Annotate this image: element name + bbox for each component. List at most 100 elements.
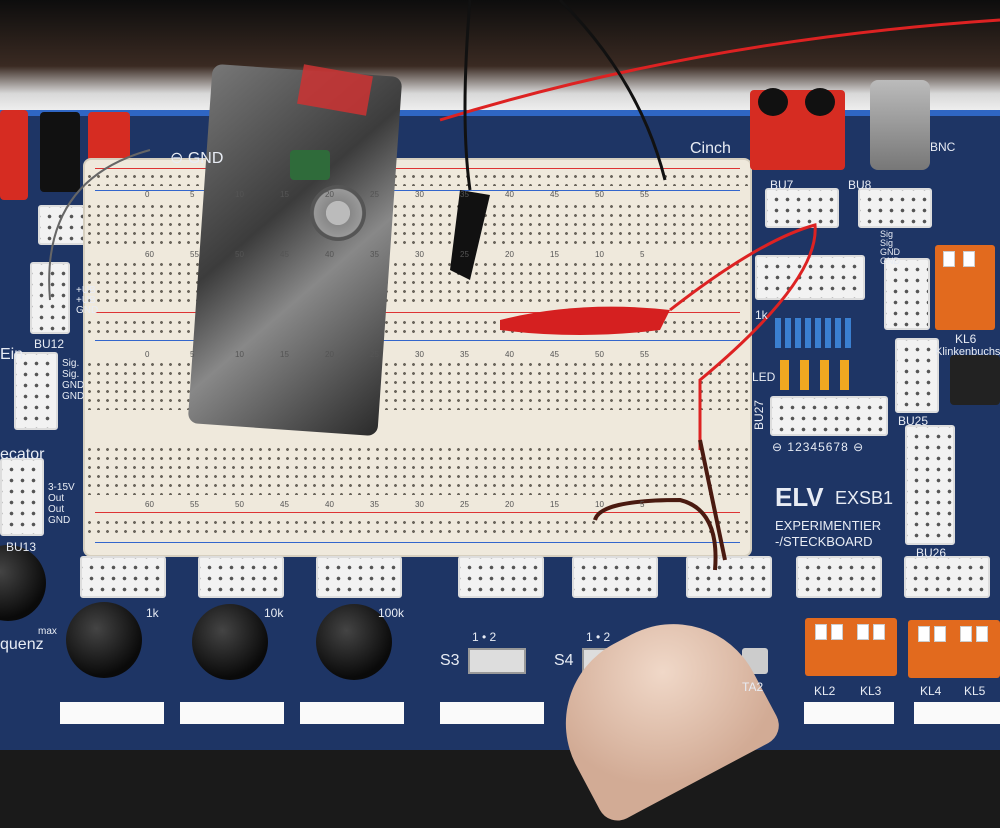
breadboard-column-number: 50 bbox=[595, 350, 604, 359]
cinch-socket[interactable] bbox=[758, 88, 788, 116]
banana-jack-black[interactable] bbox=[40, 112, 80, 192]
breadboard-column-number: 20 bbox=[505, 250, 514, 259]
socket-signal[interactable] bbox=[14, 352, 58, 430]
breadboard-column-number: 50 bbox=[235, 250, 244, 259]
socket-bu28[interactable] bbox=[755, 255, 865, 300]
breadboard-column-number: 5 bbox=[190, 190, 195, 199]
terminal-kl2-kl3[interactable] bbox=[805, 618, 897, 676]
socket[interactable] bbox=[884, 258, 930, 330]
breadboard-column-number: 55 bbox=[190, 250, 199, 259]
breadboard-column-number: 35 bbox=[370, 500, 379, 509]
potentiometer-10k[interactable] bbox=[192, 604, 268, 680]
label-switch-pins: 1 • 2 bbox=[472, 630, 497, 644]
socket-pot-10k[interactable] bbox=[198, 556, 284, 598]
breadboard-column-number: 20 bbox=[325, 350, 334, 359]
potentiometer-100k[interactable] bbox=[316, 604, 392, 680]
label-plate bbox=[60, 702, 164, 724]
breadboard-column-number: 40 bbox=[505, 190, 514, 199]
terminal-rows[interactable] bbox=[85, 445, 750, 495]
label-ein: Ein bbox=[0, 346, 24, 363]
socket-kl4-kl5[interactable] bbox=[904, 556, 990, 598]
breadboard-column-number: 30 bbox=[415, 190, 424, 199]
label-sig: Sig. Sig. GND GND bbox=[62, 358, 85, 402]
label-led: LED bbox=[752, 370, 776, 384]
red-alligator-clip bbox=[500, 306, 670, 335]
label-plate bbox=[440, 702, 544, 724]
gear bbox=[310, 185, 366, 241]
breadboard-column-number: 55 bbox=[190, 500, 199, 509]
label-kl4: KL4 bbox=[920, 684, 942, 698]
socket-s4[interactable] bbox=[572, 556, 658, 598]
label-led-numbers: ⊖ 12345678 ⊖ bbox=[772, 440, 865, 454]
breadboard-column-number: 30 bbox=[415, 250, 424, 259]
socket-bu8[interactable] bbox=[858, 188, 932, 228]
breadboard-column-number: 25 bbox=[370, 350, 379, 359]
label-bnc: BNC bbox=[930, 140, 956, 154]
label-max: max bbox=[38, 626, 57, 637]
socket-bu26[interactable] bbox=[905, 425, 955, 545]
label-bu26: BU26 bbox=[916, 546, 947, 560]
breadboard-column-number: 45 bbox=[550, 350, 559, 359]
label-sig-right: Sig Sig GND GND bbox=[880, 229, 900, 266]
breadboard-column-number: 0 bbox=[145, 190, 150, 199]
breadboard-column-number: 20 bbox=[325, 190, 334, 199]
label-cinch: Cinch bbox=[690, 140, 731, 157]
socket-ta2[interactable] bbox=[686, 556, 772, 598]
breadboard-column-number: 50 bbox=[595, 190, 604, 199]
breadboard-column-number: 60 bbox=[145, 250, 154, 259]
breadboard-column-number: 45 bbox=[550, 190, 559, 199]
breadboard-column-number: 35 bbox=[460, 350, 469, 359]
label-ub: +UB +UB GND bbox=[76, 285, 99, 316]
socket-pot-100k[interactable] bbox=[316, 556, 402, 598]
wires bbox=[48, 0, 1000, 571]
breadboard-column-number: 55 bbox=[640, 350, 649, 359]
label-kl6: KL6 bbox=[955, 332, 977, 346]
breadboard-column-number: 5 bbox=[640, 250, 645, 259]
label-resistor-1k: 1k bbox=[755, 308, 768, 322]
black-wire bbox=[463, 0, 472, 191]
gray-wire bbox=[48, 149, 151, 301]
terminal-kl4-kl5[interactable] bbox=[908, 620, 1000, 678]
label-bu27: BU27 bbox=[752, 400, 766, 431]
breadboard-column-number: 45 bbox=[280, 250, 289, 259]
socket-bu7[interactable] bbox=[765, 188, 839, 228]
power-rail[interactable] bbox=[85, 518, 750, 536]
breadboard-column-number: 45 bbox=[280, 500, 289, 509]
headphone-jack[interactable] bbox=[950, 355, 1000, 405]
breadboard-column-number: 60 bbox=[145, 500, 154, 509]
socket-bu25[interactable] bbox=[895, 338, 939, 413]
label-pot-10k: 10k bbox=[264, 606, 284, 620]
banana-jack-red[interactable] bbox=[0, 110, 28, 200]
socket-bu27[interactable] bbox=[770, 396, 888, 436]
label-pot-100k: 100k bbox=[378, 606, 405, 620]
terminal-rows[interactable] bbox=[85, 202, 750, 250]
breadboard-column-number: 35 bbox=[370, 250, 379, 259]
label-switch-pins: 1 • 2 bbox=[586, 630, 611, 644]
terminal-kl6[interactable] bbox=[935, 245, 995, 330]
breadboard-column-number: 50 bbox=[235, 500, 244, 509]
breadboard-column-number: 35 bbox=[460, 190, 469, 199]
breadboard-column-number: 10 bbox=[595, 500, 604, 509]
socket-supply[interactable] bbox=[0, 458, 44, 536]
cinch-socket[interactable] bbox=[805, 88, 835, 116]
led-array bbox=[780, 360, 860, 390]
breadboard-column-number: 15 bbox=[550, 250, 559, 259]
breadboard-column-number: 40 bbox=[325, 500, 334, 509]
model-name: EXSB1 bbox=[835, 488, 894, 508]
label-ecator: ecator bbox=[0, 446, 45, 463]
bnc-jack[interactable] bbox=[870, 80, 930, 170]
socket-s3[interactable] bbox=[458, 556, 544, 598]
socket-pot-1k[interactable] bbox=[80, 556, 166, 598]
resistor-array bbox=[775, 318, 855, 348]
label-bu25: BU25 bbox=[898, 414, 929, 428]
breadboard-column-number: 55 bbox=[640, 190, 649, 199]
black-wire bbox=[558, 0, 667, 181]
breadboard-column-number: 10 bbox=[235, 350, 244, 359]
label-kl5: KL5 bbox=[964, 684, 986, 698]
socket-kl2-kl3[interactable] bbox=[796, 556, 882, 598]
potentiometer-1k[interactable] bbox=[66, 602, 142, 678]
slide-switch-s3[interactable] bbox=[468, 648, 526, 674]
breadboard-column-number: 15 bbox=[550, 500, 559, 509]
breadboard-column-number: 40 bbox=[325, 250, 334, 259]
breadboard-column-number: 15 bbox=[280, 190, 289, 199]
